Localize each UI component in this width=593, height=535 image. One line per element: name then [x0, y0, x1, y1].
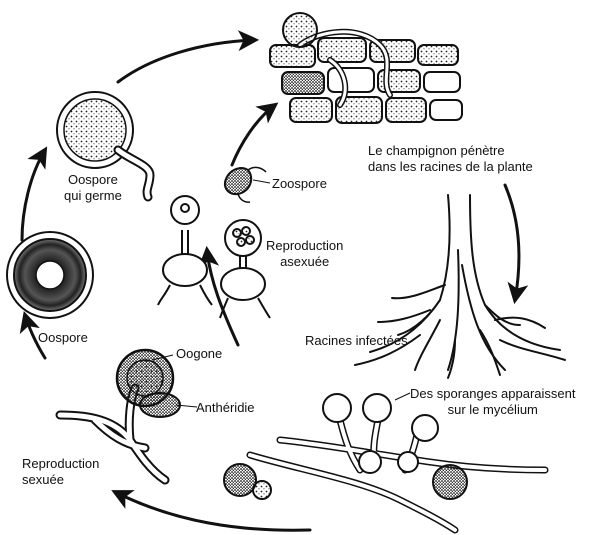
- label-penetration: Le champignon pénètre dans les racines d…: [368, 143, 533, 175]
- root-tissue-cells: [270, 38, 462, 123]
- arrow-sexual-reproduction: [115, 492, 310, 530]
- label-sexual-line-1: Reproduction: [22, 456, 99, 472]
- asexual-sporangia: [158, 196, 270, 318]
- root-entry-spore: [283, 13, 317, 47]
- label-oogonium: Oogone: [176, 346, 222, 362]
- label-sexual-line-2: sexuée: [22, 472, 99, 488]
- label-infected-roots: Racines infectées: [305, 333, 408, 349]
- label-zoospore: Zoospore: [272, 176, 327, 192]
- label-germinating-line-1: Oospore: [64, 172, 122, 188]
- label-asexual-line-1: Reproduction: [266, 238, 343, 254]
- arrow-zoospore-to-root: [232, 105, 275, 165]
- label-germinating-line-2: qui germe: [64, 188, 122, 204]
- mycelium-hyphae: [250, 420, 545, 530]
- label-penetration-line-2: dans les racines de la plante: [368, 159, 533, 175]
- label-oospore: Oospore: [38, 330, 88, 346]
- arrow-to-germinating-oospore: [22, 150, 45, 240]
- label-sporangia: Des sporanges apparaissent sur le mycéli…: [410, 386, 576, 418]
- arrow-oospore-to-root: [118, 40, 255, 82]
- label-penetration-line-1: Le champignon pénètre: [368, 143, 533, 159]
- label-sexual-reproduction: Reproduction sexuée: [22, 456, 99, 488]
- arrow-down-roots: [505, 185, 519, 300]
- antheridium: [140, 393, 180, 417]
- plant-roots: [355, 195, 565, 378]
- label-germinating-oospore: Oospore qui germe: [64, 172, 122, 204]
- label-antheridium: Anthéridie: [196, 400, 255, 416]
- label-asexual-line-2: asexuée: [266, 254, 343, 270]
- label-sporangia-line-1: Des sporanges apparaissent: [410, 386, 576, 402]
- label-sporangia-line-2: sur le mycélium: [410, 402, 576, 418]
- zoospore: [225, 167, 266, 202]
- label-asexual-reproduction: Reproduction asexuée: [266, 238, 343, 270]
